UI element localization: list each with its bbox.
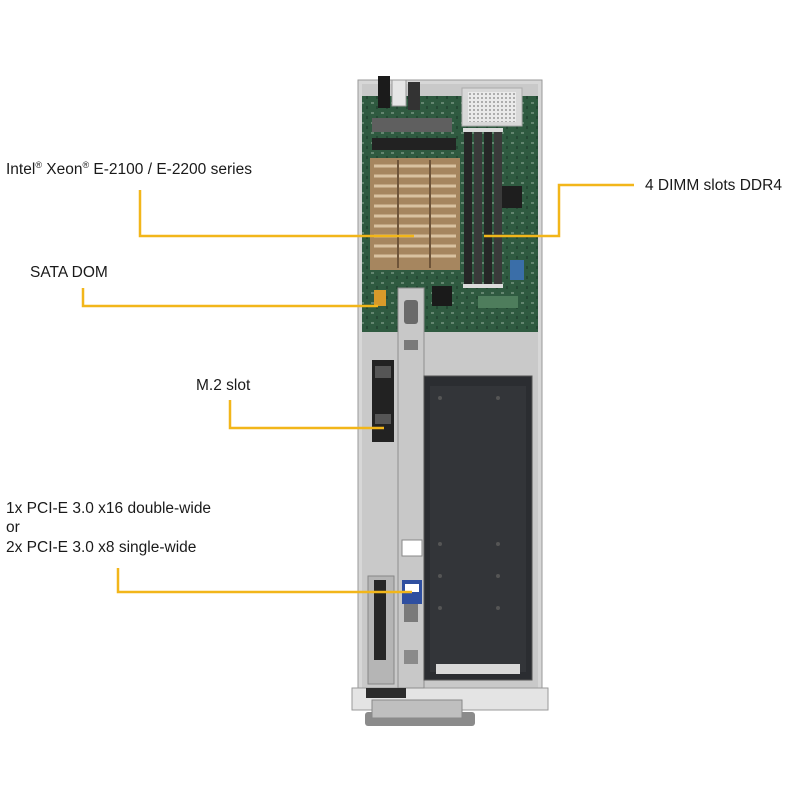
cpu-callout-post: E-2100 / E-2200 series bbox=[89, 161, 252, 178]
pcie-leader-line bbox=[116, 568, 412, 594]
cpu-callout-pre: Intel bbox=[6, 161, 36, 178]
pcie-callout-line3: 2x PCI-E 3.0 x8 single-wide bbox=[6, 538, 197, 556]
sata-dom-callout: SATA DOM bbox=[30, 264, 108, 281]
m2-module bbox=[372, 360, 394, 442]
m2-leader-line bbox=[228, 400, 384, 430]
dimm-leader-line bbox=[484, 183, 634, 238]
sata-dom-connector bbox=[374, 290, 386, 306]
cpu-callout-reg2: ® bbox=[82, 160, 90, 170]
pcie-riser-slot bbox=[366, 575, 406, 698]
leader-lines bbox=[81, 183, 634, 594]
cpu-leader-line bbox=[138, 190, 414, 238]
pcie-callout-line1: 1x PCI-E 3.0 x16 double-wide bbox=[6, 500, 212, 517]
pcie-card bbox=[401, 375, 533, 681]
cpu-callout-reg1: ® bbox=[35, 160, 42, 170]
cpu-callout: Intel® Xeon® E-2100 / E-2200 series bbox=[6, 160, 252, 179]
pcie-callout: 1x PCI-E 3.0 x16 double-wide or 2x PCI-E… bbox=[6, 499, 211, 557]
cpu-heatsink bbox=[370, 158, 460, 270]
cpu-callout-mid: Xeon bbox=[41, 161, 83, 178]
m2-callout: M.2 slot bbox=[196, 377, 251, 394]
dimm-callout: 4 DIMM slots DDR4 bbox=[645, 177, 782, 194]
sata-leader-line bbox=[81, 288, 378, 308]
pcie-callout-line2: or bbox=[6, 519, 20, 537]
dimm-slots bbox=[463, 128, 503, 288]
riser-bracket bbox=[397, 287, 425, 689]
